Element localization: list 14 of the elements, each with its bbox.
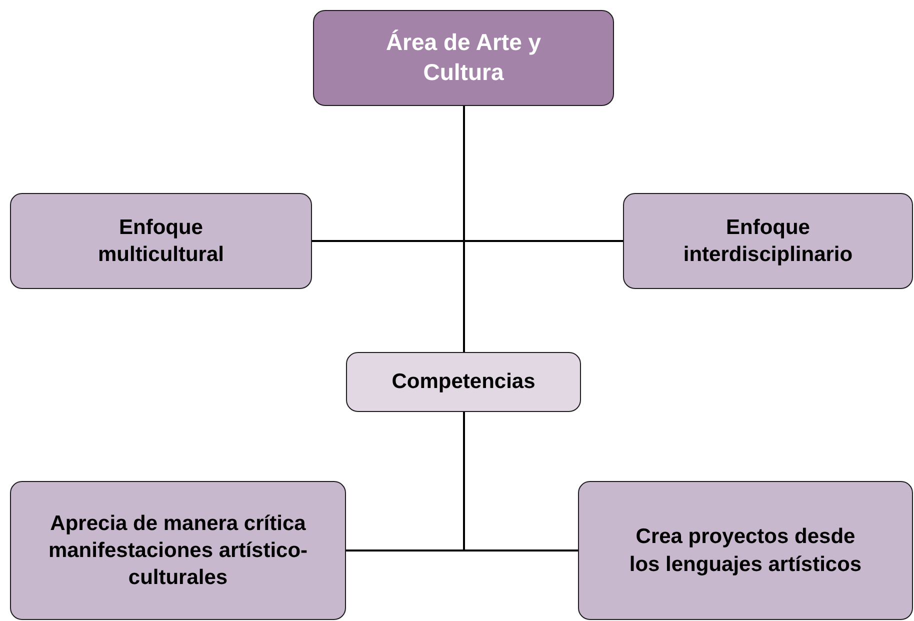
node-label: Competencias bbox=[392, 369, 536, 396]
hub-box bbox=[346, 352, 581, 412]
connector-line bbox=[463, 412, 578, 552]
node-label: Crea proyectos desde los lenguajes artísticos bbox=[628, 524, 863, 578]
node-label: Enfoque multicultural bbox=[96, 214, 225, 268]
concept-box bbox=[578, 481, 913, 620]
title-box bbox=[313, 10, 614, 106]
node-label: Aprecia de manera crítica manifestaciones artístico-culturales bbox=[47, 510, 309, 592]
node-label: Enfoque interdisciplinario bbox=[682, 214, 854, 268]
concept-box bbox=[10, 481, 346, 620]
node-label: Área de Arte y Cultura bbox=[384, 28, 542, 87]
concept-box bbox=[623, 193, 913, 289]
connector-line bbox=[463, 106, 465, 352]
concept-box bbox=[10, 193, 312, 289]
